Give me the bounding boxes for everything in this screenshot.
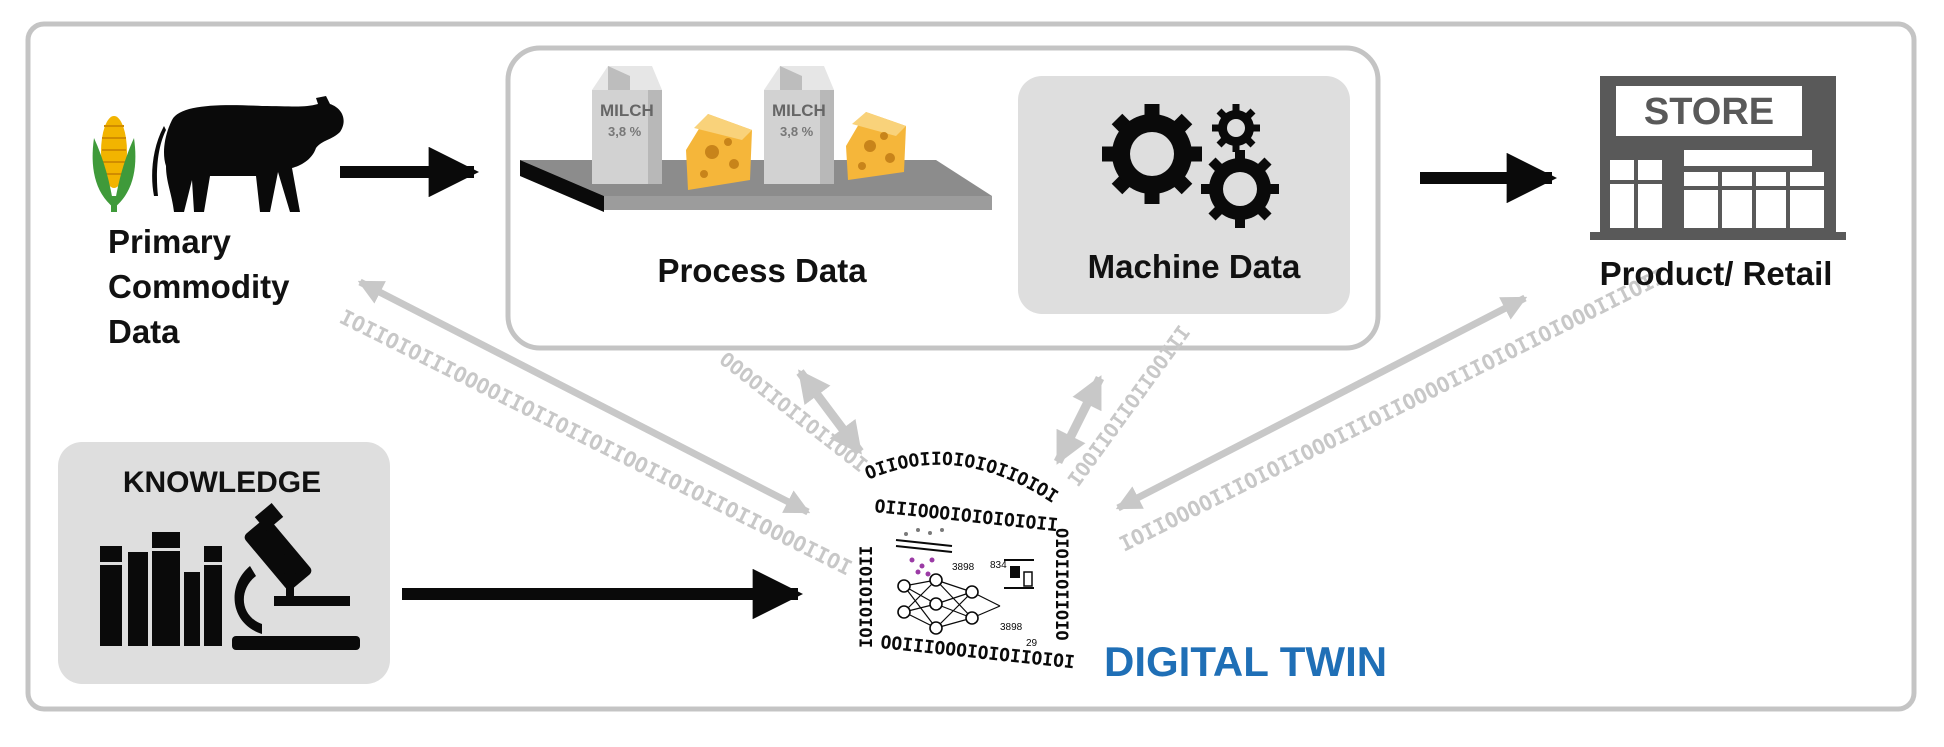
gears-icon xyxy=(1102,104,1279,228)
store-icon: STORE xyxy=(1590,76,1846,240)
arrow-primary-twin xyxy=(357,278,811,516)
milk-carton-fat: 3,8 % xyxy=(780,124,814,139)
cheese-icon xyxy=(686,114,752,190)
store-sign-text: STORE xyxy=(1644,91,1774,133)
cheese-icon xyxy=(846,112,906,180)
digital-twin-label: DIGITAL TWIN xyxy=(1104,638,1387,685)
milk-carton-brand: MILCH xyxy=(772,101,826,120)
primary-commodity-label-line3: Data xyxy=(108,313,180,350)
milk-carton-icon: MILCH 3,8 % xyxy=(764,66,834,184)
product-retail-label: Product/ Retail xyxy=(1600,255,1833,292)
knowledge-label: KNOWLEDGE xyxy=(123,466,321,499)
twin-net-number: 3898 xyxy=(1000,622,1023,633)
twin-net-number: 29 xyxy=(1026,638,1038,649)
twin-binary-left: IOIOIOIOII xyxy=(857,546,877,648)
process-data-label: Process Data xyxy=(657,252,867,289)
milk-carton-icon: MILCH 3,8 % xyxy=(592,66,662,184)
machine-panel xyxy=(1018,76,1350,314)
arrow-retail-twin xyxy=(1115,294,1528,512)
microscope-icon xyxy=(232,503,360,650)
primary-commodity-label-line2: Commodity xyxy=(108,268,290,305)
twin-net-number: 834 xyxy=(990,560,1007,571)
cow-icon xyxy=(152,96,344,212)
books-icon xyxy=(100,532,222,646)
conveyor-belt-icon xyxy=(520,160,992,212)
twin-binary-right: OIOIIOIIOIO xyxy=(1051,528,1071,641)
twin-net-number: 3898 xyxy=(952,562,975,573)
arrow-machine-twin xyxy=(1053,375,1105,465)
milk-carton-fat: 3,8 % xyxy=(608,124,642,139)
machine-data-label: Machine Data xyxy=(1088,248,1301,285)
primary-commodity-label-line1: Primary xyxy=(108,223,232,260)
milk-carton-brand: MILCH xyxy=(600,101,654,120)
corn-icon xyxy=(92,116,136,212)
arrow-process-twin xyxy=(796,369,864,455)
outer-frame xyxy=(25,21,1917,712)
